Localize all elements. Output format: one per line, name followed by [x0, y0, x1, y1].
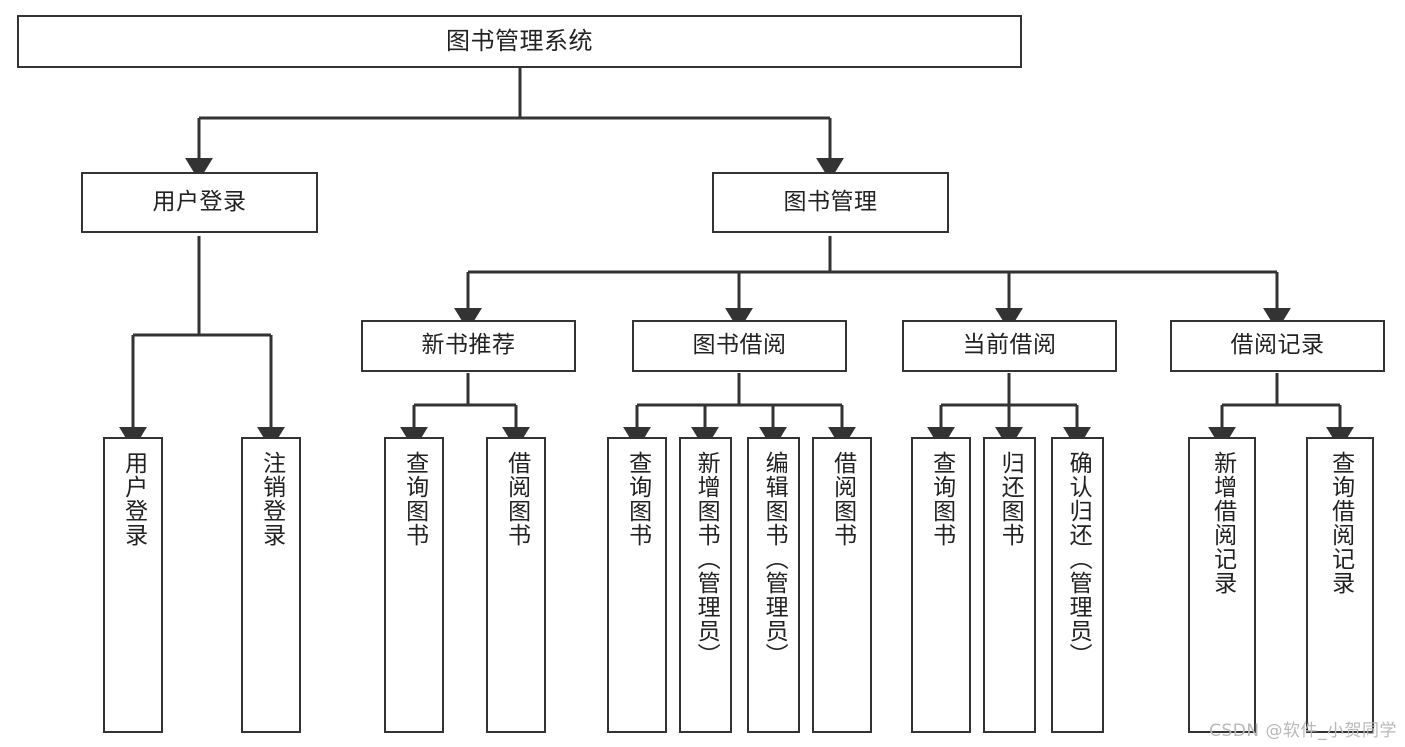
node-leaf-confirm-return-label: 确认归还（管理员） [1065, 451, 1092, 667]
node-leaf-add-book[interactable]: 新增图书（管理员） [679, 437, 732, 733]
node-leaf-query-book-1[interactable]: 查询图书 [384, 437, 444, 733]
node-user-login[interactable]: 用户登录 [81, 172, 318, 233]
node-leaf-query-book-2[interactable]: 查询图书 [607, 437, 667, 733]
node-book-borrow[interactable]: 图书借阅 [632, 320, 847, 372]
node-leaf-user-login-label: 用户登录 [120, 451, 147, 547]
node-leaf-query-record-label: 查询借阅记录 [1327, 451, 1354, 595]
node-leaf-borrow-book-1-label: 借阅图书 [503, 451, 530, 547]
node-leaf-logout-login[interactable]: 注销登录 [241, 437, 301, 733]
node-leaf-return-book[interactable]: 归还图书 [983, 437, 1036, 733]
node-new-book-recommend[interactable]: 新书推荐 [361, 320, 576, 372]
csdn-watermark: CSDN @软件_小贺同学 [1209, 721, 1397, 741]
node-root-label: 图书管理系统 [446, 27, 593, 56]
node-root[interactable]: 图书管理系统 [17, 15, 1022, 68]
node-current-borrow[interactable]: 当前借阅 [902, 320, 1117, 372]
node-new-book-recommend-label: 新书推荐 [421, 332, 516, 359]
node-leaf-edit-book-label: 编辑图书（管理员） [761, 451, 788, 667]
node-leaf-query-book-3[interactable]: 查询图书 [911, 437, 971, 733]
node-leaf-query-record[interactable]: 查询借阅记录 [1306, 437, 1374, 733]
node-current-borrow-label: 当前借阅 [962, 332, 1057, 359]
node-book-manage-label: 图书管理 [783, 188, 878, 215]
node-user-login-label: 用户登录 [152, 188, 247, 215]
node-leaf-query-book-1-label: 查询图书 [401, 451, 428, 547]
node-leaf-query-book-3-label: 查询图书 [928, 451, 955, 547]
node-borrow-record-label: 借阅记录 [1230, 332, 1325, 359]
node-leaf-borrow-book-1[interactable]: 借阅图书 [486, 437, 546, 733]
node-leaf-add-record[interactable]: 新增借阅记录 [1188, 437, 1256, 733]
node-book-borrow-label: 图书借阅 [692, 332, 787, 359]
node-leaf-add-record-label: 新增借阅记录 [1209, 451, 1236, 595]
node-leaf-logout-login-label: 注销登录 [258, 451, 285, 547]
node-leaf-edit-book[interactable]: 编辑图书（管理员） [747, 437, 800, 733]
node-leaf-user-login[interactable]: 用户登录 [103, 437, 163, 733]
node-borrow-record[interactable]: 借阅记录 [1170, 320, 1385, 372]
node-leaf-add-book-label: 新增图书（管理员） [693, 451, 720, 667]
node-book-manage[interactable]: 图书管理 [712, 172, 949, 233]
node-leaf-return-book-label: 归还图书 [997, 451, 1024, 547]
node-leaf-borrow-book-2-label: 借阅图书 [829, 451, 856, 547]
node-leaf-query-book-2-label: 查询图书 [624, 451, 651, 547]
node-leaf-confirm-return[interactable]: 确认归还（管理员） [1051, 437, 1104, 733]
node-leaf-borrow-book-2[interactable]: 借阅图书 [812, 437, 872, 733]
